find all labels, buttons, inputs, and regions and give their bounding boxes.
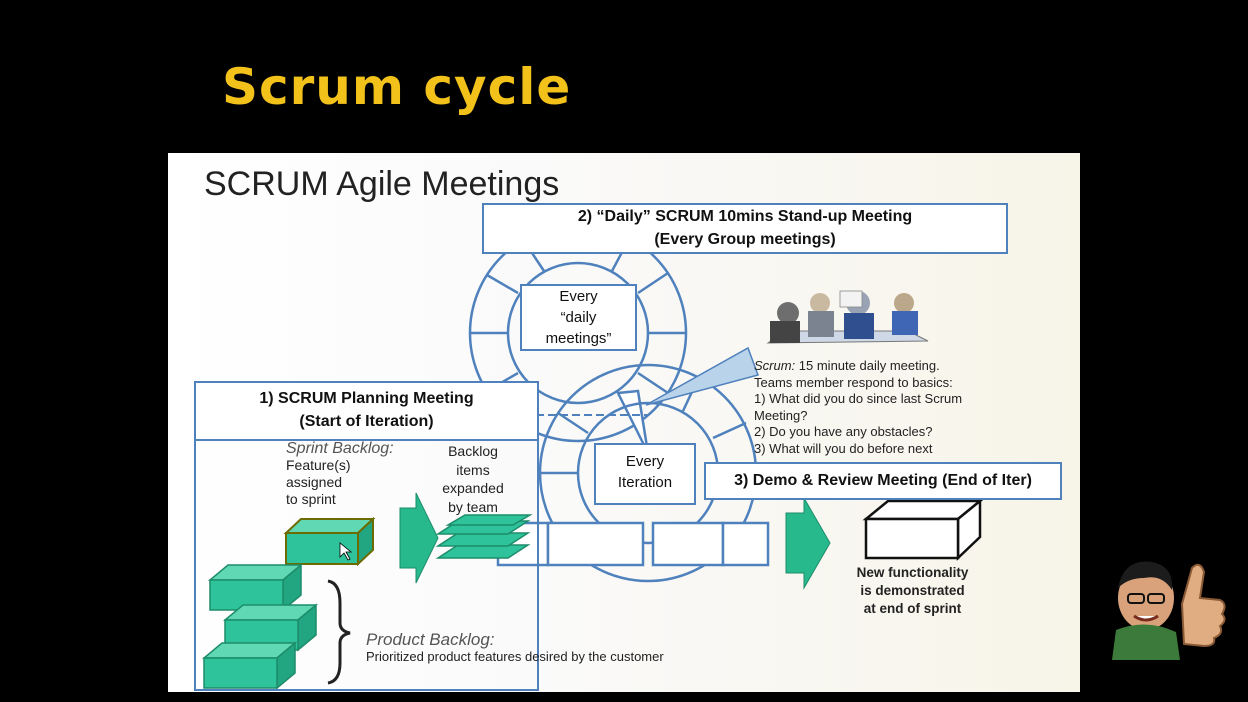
scrum-note-line2: Teams member respond to basics: [754,374,953,390]
scrum-note-line5: 2) Do you have any obstacles? [754,424,933,439]
sprint-backlog-line3: to sprint [286,491,336,507]
new-functionality-line3: at end of sprint [863,601,962,616]
backlog-items-label: Backlog items expanded by team [430,442,516,516]
scrum-note-line4: Meeting? [754,407,808,423]
scrum-note-line3: 1) What did you do since last Scrum [754,391,963,406]
sprint-backlog-block [283,516,376,567]
every-daily-line1: Every [559,288,598,305]
sprint-backlog-label: Sprint Backlog: Feature(s) assigned to s… [286,440,394,508]
arrow-to-demo [785,496,831,590]
backlog-items-line4: by team [448,498,498,515]
diagram-title: SCRUM Agile Meetings [204,165,560,203]
planning-meeting-box: 1) SCRUM Planning Meeting (Start of Iter… [194,381,539,441]
product-backlog-label: Product Backlog: Prioritized product fea… [366,631,664,665]
demo-review-meeting-box: 3) Demo & Review Meeting (End of Iter) [704,462,1062,500]
product-backlog-brace [327,579,351,685]
sprint-backlog-title: Sprint Backlog: [286,440,394,457]
backlog-items-line2: items [456,461,490,478]
product-backlog-blocks [201,563,319,690]
product-backlog-desc: Prioritized product features desired by … [366,649,664,664]
every-daily-line3: meetings” [545,330,612,347]
arrow-to-backlog-items [399,492,439,584]
every-iteration-line2: Iteration [617,474,673,491]
new-functionality-line1: New functionality [856,565,969,580]
new-functionality-box [862,498,984,561]
planning-meeting-subtitle: (Start of Iteration) [299,413,434,430]
daily-scrum-meeting-subtitle: (Every Group meetings) [654,231,836,248]
scrum-cycle-graphic [201,223,984,690]
daily-scrum-meeting-title: 2) “Daily” SCRUM 10mins Stand-up Meeting [577,208,913,225]
backlog-items-line3: expanded [442,480,504,496]
callout-pointer [645,346,759,406]
sprint-backlog-line2: assigned [286,474,343,490]
daily-cycle-ring [468,223,688,454]
thumbs-up-mascot-icon [1112,561,1226,660]
product-backlog-title: Product Backlog: [366,630,495,649]
daily-scrum-meeting-box: 2) “Daily” SCRUM 10mins Stand-up Meeting… [482,203,1008,254]
every-iteration-box: Every Iteration [594,443,696,505]
sprint-backlog-line1: Feature(s) [286,457,351,473]
diagram-slide: SCRUM Agile Meetings [168,153,1080,692]
backlog-items-line1: Backlog [448,443,498,459]
planning-meeting-title: 1) SCRUM Planning Meeting [259,390,474,407]
scrum-note-italic: Scrum: [754,358,796,373]
every-daily-line2: “daily [560,309,597,326]
new-functionality-label: New functionality is demonstrated at end… [830,564,995,618]
slide-header: Scrum cycle [222,58,572,116]
scrum-note-line6: 3) What will you do before next [754,440,933,456]
scrum-daily-note: Scrum: 15 minute daily meeting. Teams me… [754,358,1014,457]
backlog-items-plates [435,514,533,559]
every-iteration-line1: Every [625,453,665,470]
scrum-note-line1: 15 minute daily meeting. [795,358,940,373]
new-functionality-line2: is demonstrated [860,583,965,598]
team-meeting-illustration [766,290,929,344]
every-daily-meetings-box: Every “daily meetings” [520,284,637,351]
